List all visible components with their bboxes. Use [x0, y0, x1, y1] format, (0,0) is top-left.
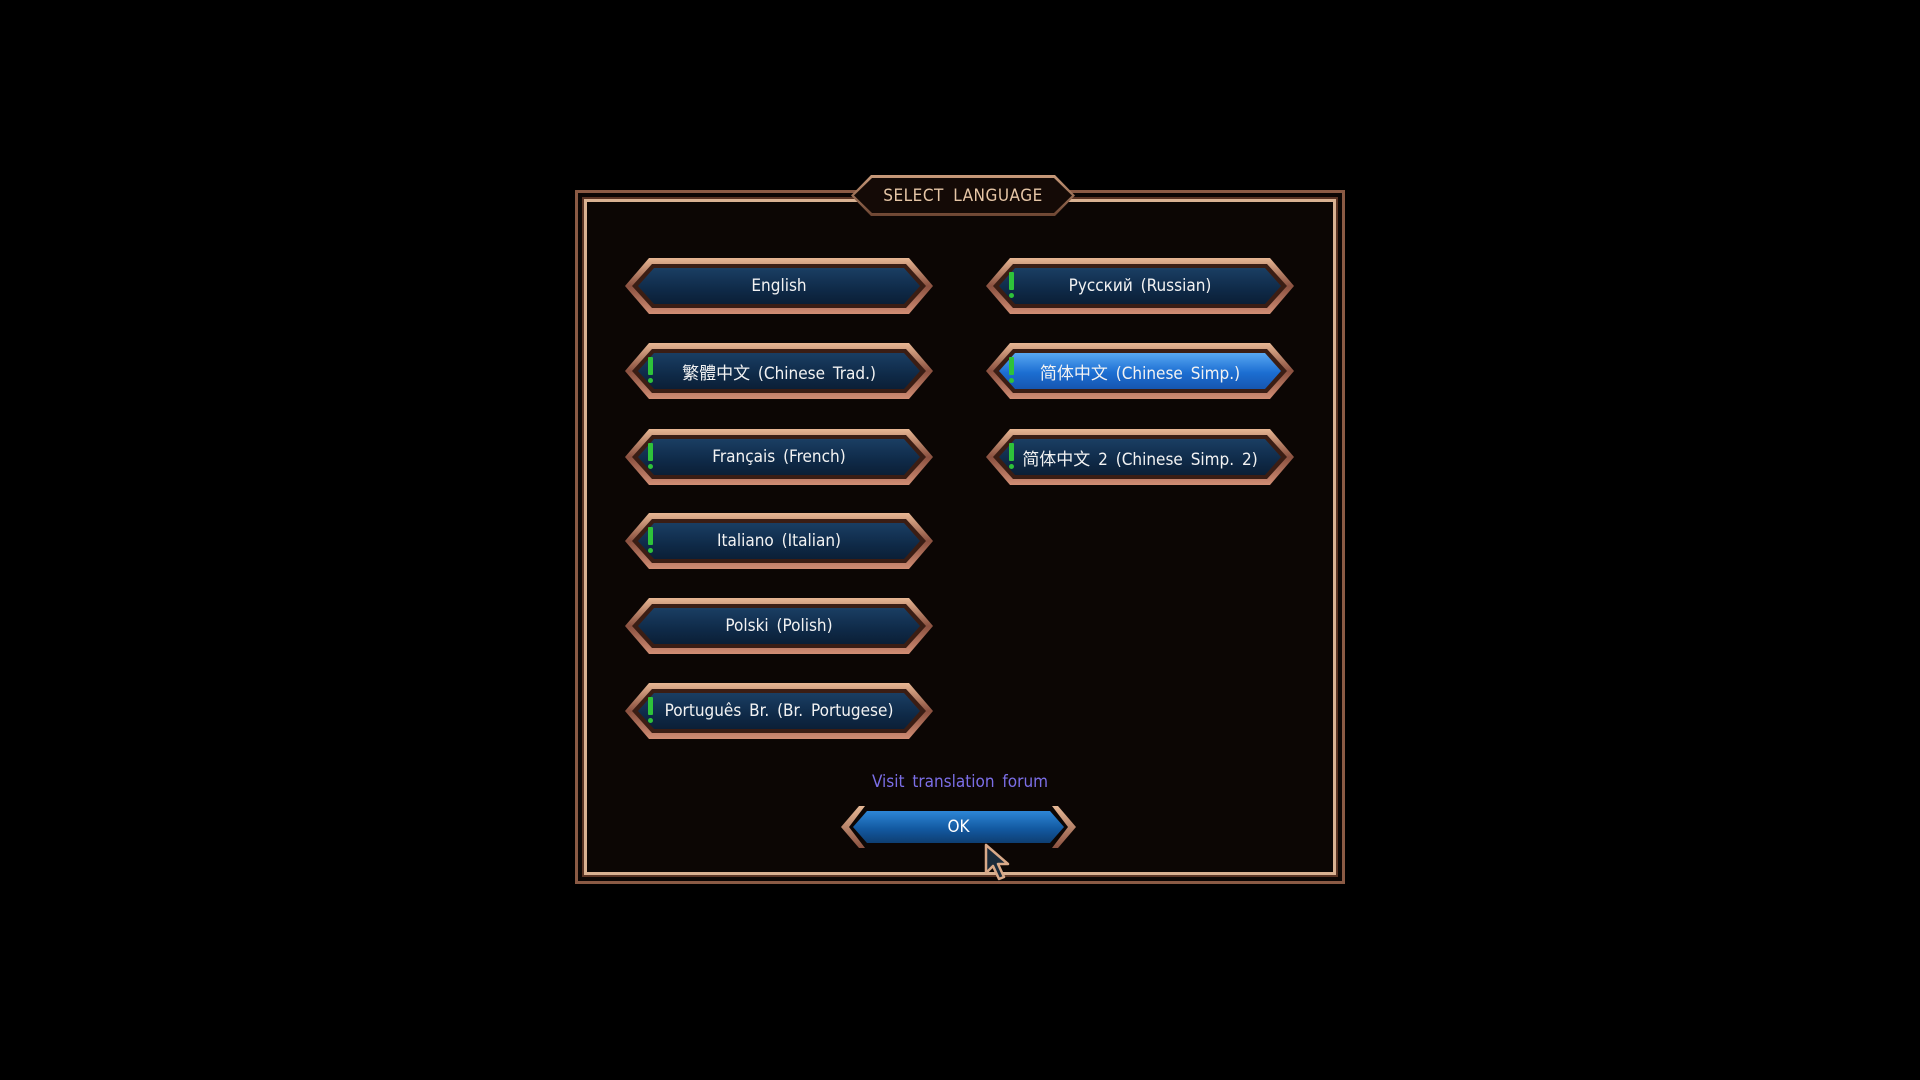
language-label: 简体中文 2 (Chinese Simp. 2)	[999, 439, 1281, 475]
language-chinese-simp-button[interactable]: 简体中文 (Chinese Simp.)	[986, 343, 1294, 399]
language-label: Français (French)	[638, 439, 920, 475]
language-label: Italiano (Italian)	[638, 523, 920, 559]
language-label: Polski (Polish)	[638, 608, 920, 644]
warning-exclamation-icon	[647, 527, 653, 555]
language-polish-button[interactable]: Polski (Polish)	[625, 598, 933, 654]
warning-exclamation-icon	[1008, 443, 1014, 471]
language-label: Português Br. (Br. Portugese)	[638, 693, 920, 729]
ok-label: OK	[853, 811, 1064, 843]
warning-exclamation-icon	[647, 443, 653, 471]
language-label: Русский (Russian)	[999, 268, 1281, 304]
warning-exclamation-icon	[1008, 272, 1014, 300]
language-label: 简体中文 (Chinese Simp.)	[999, 353, 1281, 389]
warning-exclamation-icon	[647, 357, 653, 385]
mouse-cursor-icon	[984, 843, 1010, 881]
dialog-title-tab: SELECT LANGUAGE	[851, 175, 1075, 216]
warning-exclamation-icon	[1008, 357, 1014, 385]
warning-exclamation-icon	[647, 697, 653, 725]
language-italian-button[interactable]: Italiano (Italian)	[625, 513, 933, 569]
language-label: 繁體中文 (Chinese Trad.)	[638, 353, 920, 389]
language-label: English	[638, 268, 920, 304]
language-chinese-trad-button[interactable]: 繁體中文 (Chinese Trad.)	[625, 343, 933, 399]
language-portuguese-br-button[interactable]: Português Br. (Br. Portugese)	[625, 683, 933, 739]
language-english-button[interactable]: English	[625, 258, 933, 314]
translation-forum-link[interactable]: Visit translation forum	[871, 772, 1049, 792]
language-russian-button[interactable]: Русский (Russian)	[986, 258, 1294, 314]
language-chinese-simp-2-button[interactable]: 简体中文 2 (Chinese Simp. 2)	[986, 429, 1294, 485]
ok-button[interactable]: OK	[841, 806, 1076, 848]
dialog-title: SELECT LANGUAGE	[854, 178, 1072, 213]
language-french-button[interactable]: Français (French)	[625, 429, 933, 485]
